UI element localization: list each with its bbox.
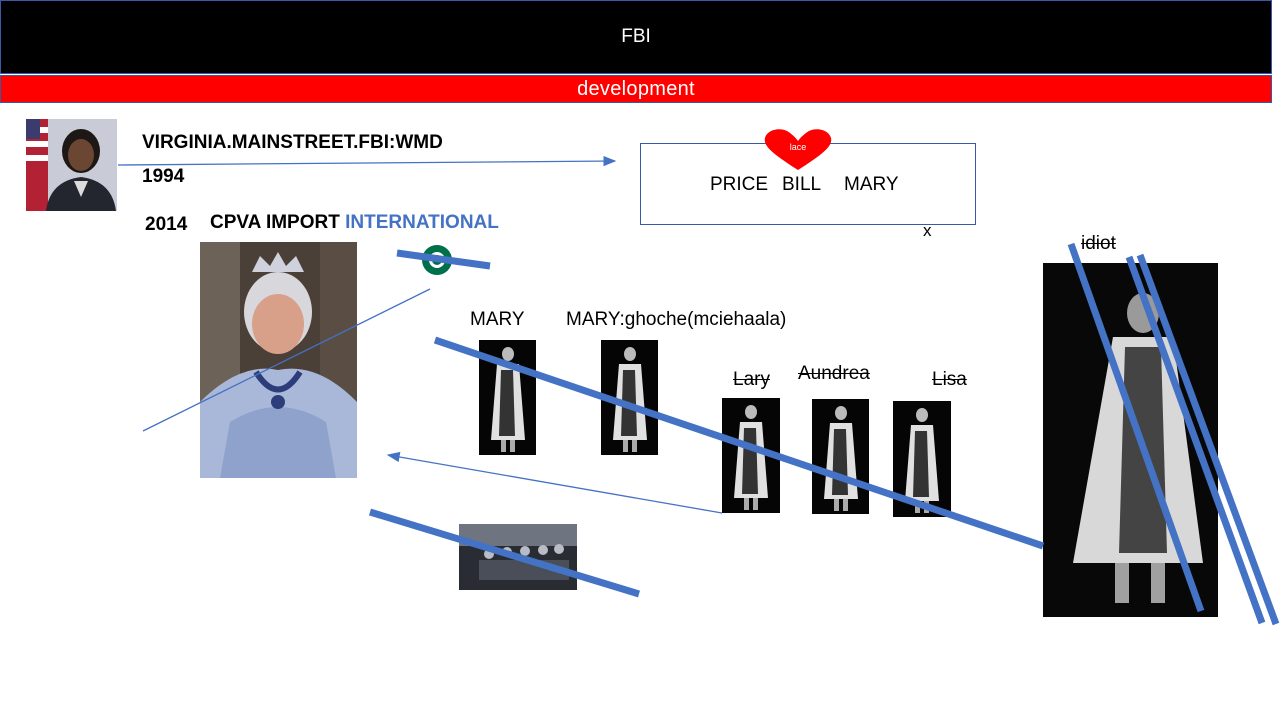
virginia-label: VIRGINIA.MAINSTREET.FBI:WMD [142, 132, 443, 153]
cpva-text: CPVA IMPORT [210, 212, 340, 233]
portrait-photo [26, 119, 117, 211]
arrow-to-box [117, 155, 617, 167]
header-title: FBI [621, 26, 651, 47]
cpva-label: CPVA IMPORT INTERNATIONAL [210, 212, 499, 234]
box-name-bill: BILL [782, 174, 822, 195]
header-bar: FBI [0, 0, 1272, 74]
figure-photo-2 [601, 340, 658, 455]
figure-photo-3 [722, 398, 780, 513]
lisa-label: Lisa [932, 369, 967, 390]
box-name-mary: MARY [844, 174, 899, 195]
group-photo [459, 524, 577, 590]
aundrea-label: Aundrea [798, 363, 870, 384]
subheader-title: development [577, 77, 695, 100]
year-2014-label: 2014 [145, 214, 188, 235]
subheader-bar: development [0, 75, 1272, 103]
figure-photo-1 [479, 340, 536, 455]
large-figure-photo [1043, 263, 1218, 617]
international-text: INTERNATIONAL [345, 212, 499, 233]
idiot-label: idiot [1081, 233, 1116, 254]
heart-icon [763, 128, 833, 172]
queen-photo [200, 242, 357, 478]
heart-label: lace [789, 142, 807, 152]
figure-photo-5 [893, 401, 951, 517]
arrow-to-queen [386, 451, 723, 514]
mary-ghoche-label: MARY:ghoche(mciehaala) [566, 309, 787, 330]
year-1994-label: 1994 [142, 166, 185, 187]
figure-photo-4 [812, 399, 869, 514]
lary-label: Lary [733, 369, 770, 390]
starbucks-logo-icon [421, 244, 453, 276]
mary-label: MARY [470, 309, 525, 330]
x-mark: x [923, 221, 932, 240]
box-name-price: PRICE [710, 174, 769, 195]
